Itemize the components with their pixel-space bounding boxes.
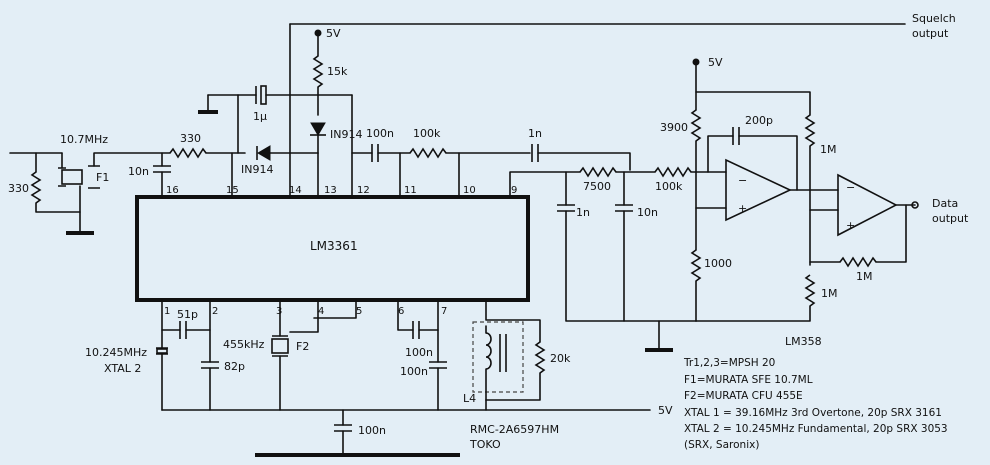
- c-1n-b-label: 1n: [576, 206, 590, 219]
- r-1M-c-label: 1M: [821, 287, 838, 300]
- c-100n-a-label: 100n: [366, 127, 394, 140]
- r-15k-label: 15k: [327, 65, 348, 78]
- r-3900-label: 3900: [660, 121, 688, 134]
- opamp-plus-sign-2: +: [846, 219, 855, 232]
- xtal2-label: XTAL 2: [104, 362, 141, 375]
- filter-network: [509, 166, 727, 352]
- note-line-4: XTAL 1 = 39.16MHz 3rd Overtone, 20p SRX …: [684, 407, 942, 419]
- l4-label: L4: [463, 392, 476, 405]
- r-330-series-label: 330: [180, 132, 201, 145]
- c-1n-a: [531, 144, 631, 171]
- c-100n-a: [351, 144, 411, 198]
- f2-label: F2: [296, 340, 309, 353]
- squelch-label-1: Squelch: [912, 12, 956, 25]
- c-100n-c-label: 100n: [400, 365, 428, 378]
- r-100k-a-label: 100k: [413, 127, 441, 140]
- r-1M-b-label: 1M: [856, 270, 873, 283]
- bottom-section: [156, 299, 651, 457]
- c-1n-a-label: 1n: [528, 127, 542, 140]
- pin-6: 6: [398, 306, 404, 317]
- r-1000-label: 1000: [704, 257, 732, 270]
- pin-7: 7: [441, 306, 447, 317]
- opamp-minus-sign-2: −: [846, 181, 855, 194]
- coil-label-2: TOKO: [469, 438, 501, 451]
- c-100n-d-label: 100n: [358, 424, 386, 437]
- data-output-label-1: Data: [932, 197, 958, 210]
- pin-11: 11: [404, 185, 417, 196]
- pin-2: 2: [212, 306, 218, 317]
- coil-label-1: RMC-2A6597HM: [470, 423, 559, 436]
- c-100n-b-label: 100n: [405, 346, 433, 359]
- bottom-5v-label: 5V: [658, 404, 673, 417]
- pin-9: 9: [511, 185, 517, 196]
- squelch-label-2: output: [912, 27, 949, 40]
- r-20k-label: 20k: [550, 352, 571, 365]
- pin-5: 5: [356, 306, 362, 317]
- c-10n-b-label: 10n: [637, 206, 658, 219]
- note-line-2: F1=MURATA SFE 10.7ML: [684, 374, 813, 386]
- f1-label: F1: [96, 171, 109, 184]
- c-1u-label: 1μ: [253, 110, 267, 123]
- c-1u: [198, 85, 353, 154]
- r-100k-b-label: 100k: [655, 180, 683, 193]
- r-330-series: [169, 147, 246, 159]
- input-stage: [9, 152, 171, 235]
- note-line-6: (SRX, Saronix): [684, 439, 759, 451]
- note-line-1: Tr1,2,3=MPSH 20: [683, 357, 775, 369]
- opamp-minus-sign-1: −: [738, 174, 747, 187]
- pin-13: 13: [324, 185, 337, 196]
- pin-16: 16: [166, 185, 179, 196]
- r-330-input-label: 330: [8, 182, 29, 195]
- top-5v-label: 5V: [326, 27, 341, 40]
- c-200p-label: 200p: [745, 114, 773, 127]
- r-100k-a: [409, 147, 531, 198]
- pin-10: 10: [463, 185, 476, 196]
- pin-1: 1: [164, 306, 170, 317]
- r-7500-label: 7500: [583, 180, 611, 193]
- pin-4: 4: [318, 306, 324, 317]
- diode-in914-h: [231, 145, 319, 198]
- r-1M-a-label: 1M: [820, 143, 837, 156]
- f1-freq-label: 10.7MHz: [60, 133, 108, 146]
- d2-label: IN914: [241, 163, 273, 176]
- data-output-label-2: output: [932, 212, 969, 225]
- c-51p-label: 51p: [177, 308, 198, 321]
- ic-label: LM3361: [310, 239, 358, 253]
- pin-14: 14: [289, 185, 302, 196]
- xtal2-freq-label: 10.245MHz: [85, 346, 147, 359]
- opamp-5v-label: 5V: [708, 56, 723, 69]
- top-supply: [289, 23, 906, 198]
- c-82p-label: 82p: [224, 360, 245, 373]
- opamp-section: [690, 58, 919, 322]
- f2-freq-label: 455kHz: [223, 338, 265, 351]
- c-10n-pin16: [153, 152, 171, 198]
- d1-label: IN914: [330, 128, 362, 141]
- opamp-plus-sign-1: +: [738, 202, 747, 215]
- lm358-label: LM358: [785, 335, 822, 348]
- pin-3: 3: [276, 306, 282, 317]
- c-10n-pin16-label: 10n: [128, 165, 149, 178]
- ic-lm3361: [135, 195, 530, 302]
- note-line-3: F2=MURATA CFU 455E: [684, 390, 803, 402]
- pin-12: 12: [357, 185, 370, 196]
- note-line-5: XTAL 2 = 10.245MHz Fundamental, 20p SRX …: [684, 423, 948, 435]
